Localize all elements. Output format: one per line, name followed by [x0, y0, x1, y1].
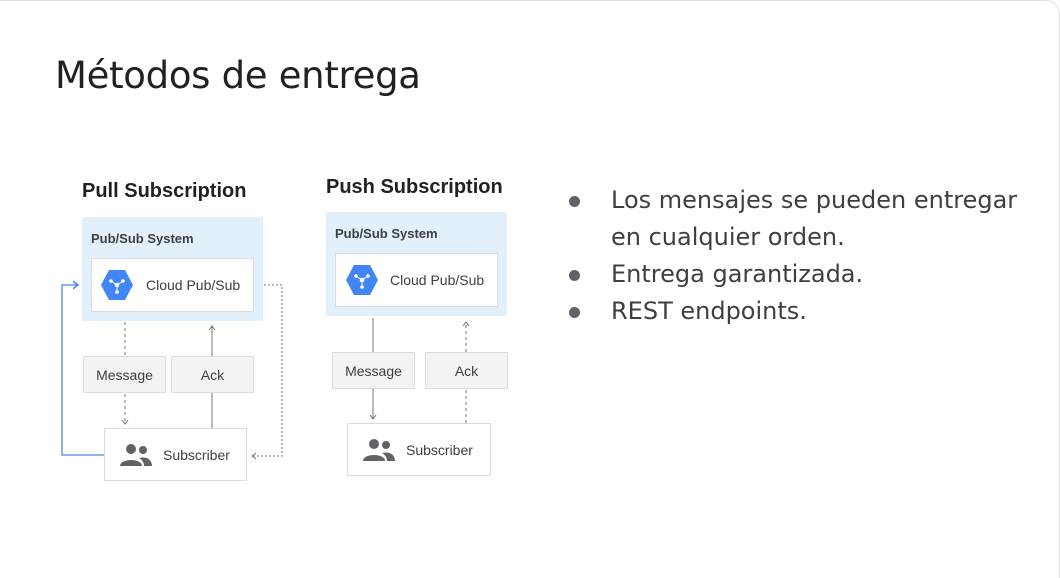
bullet-dot	[569, 196, 580, 207]
pubsub-hex-icon	[346, 265, 378, 295]
push-service-label: Cloud Pub/Sub	[390, 272, 485, 288]
pull-heading: Pull Subscription	[82, 180, 247, 202]
pull-return-loop	[252, 284, 283, 456]
bullet-item: Los mensajes se pueden entregar en cualq…	[569, 182, 1039, 256]
push-subscriber-box: Subscriber	[347, 423, 491, 476]
push-system-label: Pub/Sub System	[335, 226, 438, 241]
bullet-dot	[569, 270, 580, 281]
bullet-text: Entrega garantizada.	[611, 260, 864, 288]
pull-cloud-pubsub-box: Cloud Pub/Sub	[91, 258, 254, 312]
people-icon	[120, 444, 152, 466]
pull-subscriber-label: Subscriber	[163, 446, 230, 463]
bullet-list: Los mensajes se pueden entregar en cualq…	[569, 182, 1039, 330]
push-ack-box: Ack	[425, 352, 508, 389]
push-cloud-pubsub-box: Cloud Pub/Sub	[335, 253, 498, 307]
people-icon	[363, 439, 395, 461]
pubsub-hex-icon	[101, 270, 133, 300]
bullet-dot	[569, 307, 580, 318]
bullet-item: Entrega garantizada.	[569, 256, 1039, 293]
pull-request-loop	[61, 285, 104, 456]
bullet-text: REST endpoints.	[611, 297, 807, 325]
pull-ack-box: Ack	[171, 356, 254, 393]
push-heading: Push Subscription	[326, 176, 503, 198]
pull-service-label: Cloud Pub/Sub	[146, 277, 241, 293]
bullet-text: Los mensajes se pueden entregar en cualq…	[611, 186, 1018, 251]
slide-title: Métodos de entrega	[55, 54, 421, 97]
push-subscriber-label: Subscriber	[406, 441, 473, 458]
push-message-box: Message	[332, 352, 415, 389]
pull-system-label: Pub/Sub System	[91, 231, 194, 246]
pull-message-box: Message	[83, 356, 166, 393]
bullet-item: REST endpoints.	[569, 293, 1039, 330]
pull-subscriber-box: Subscriber	[104, 428, 247, 481]
